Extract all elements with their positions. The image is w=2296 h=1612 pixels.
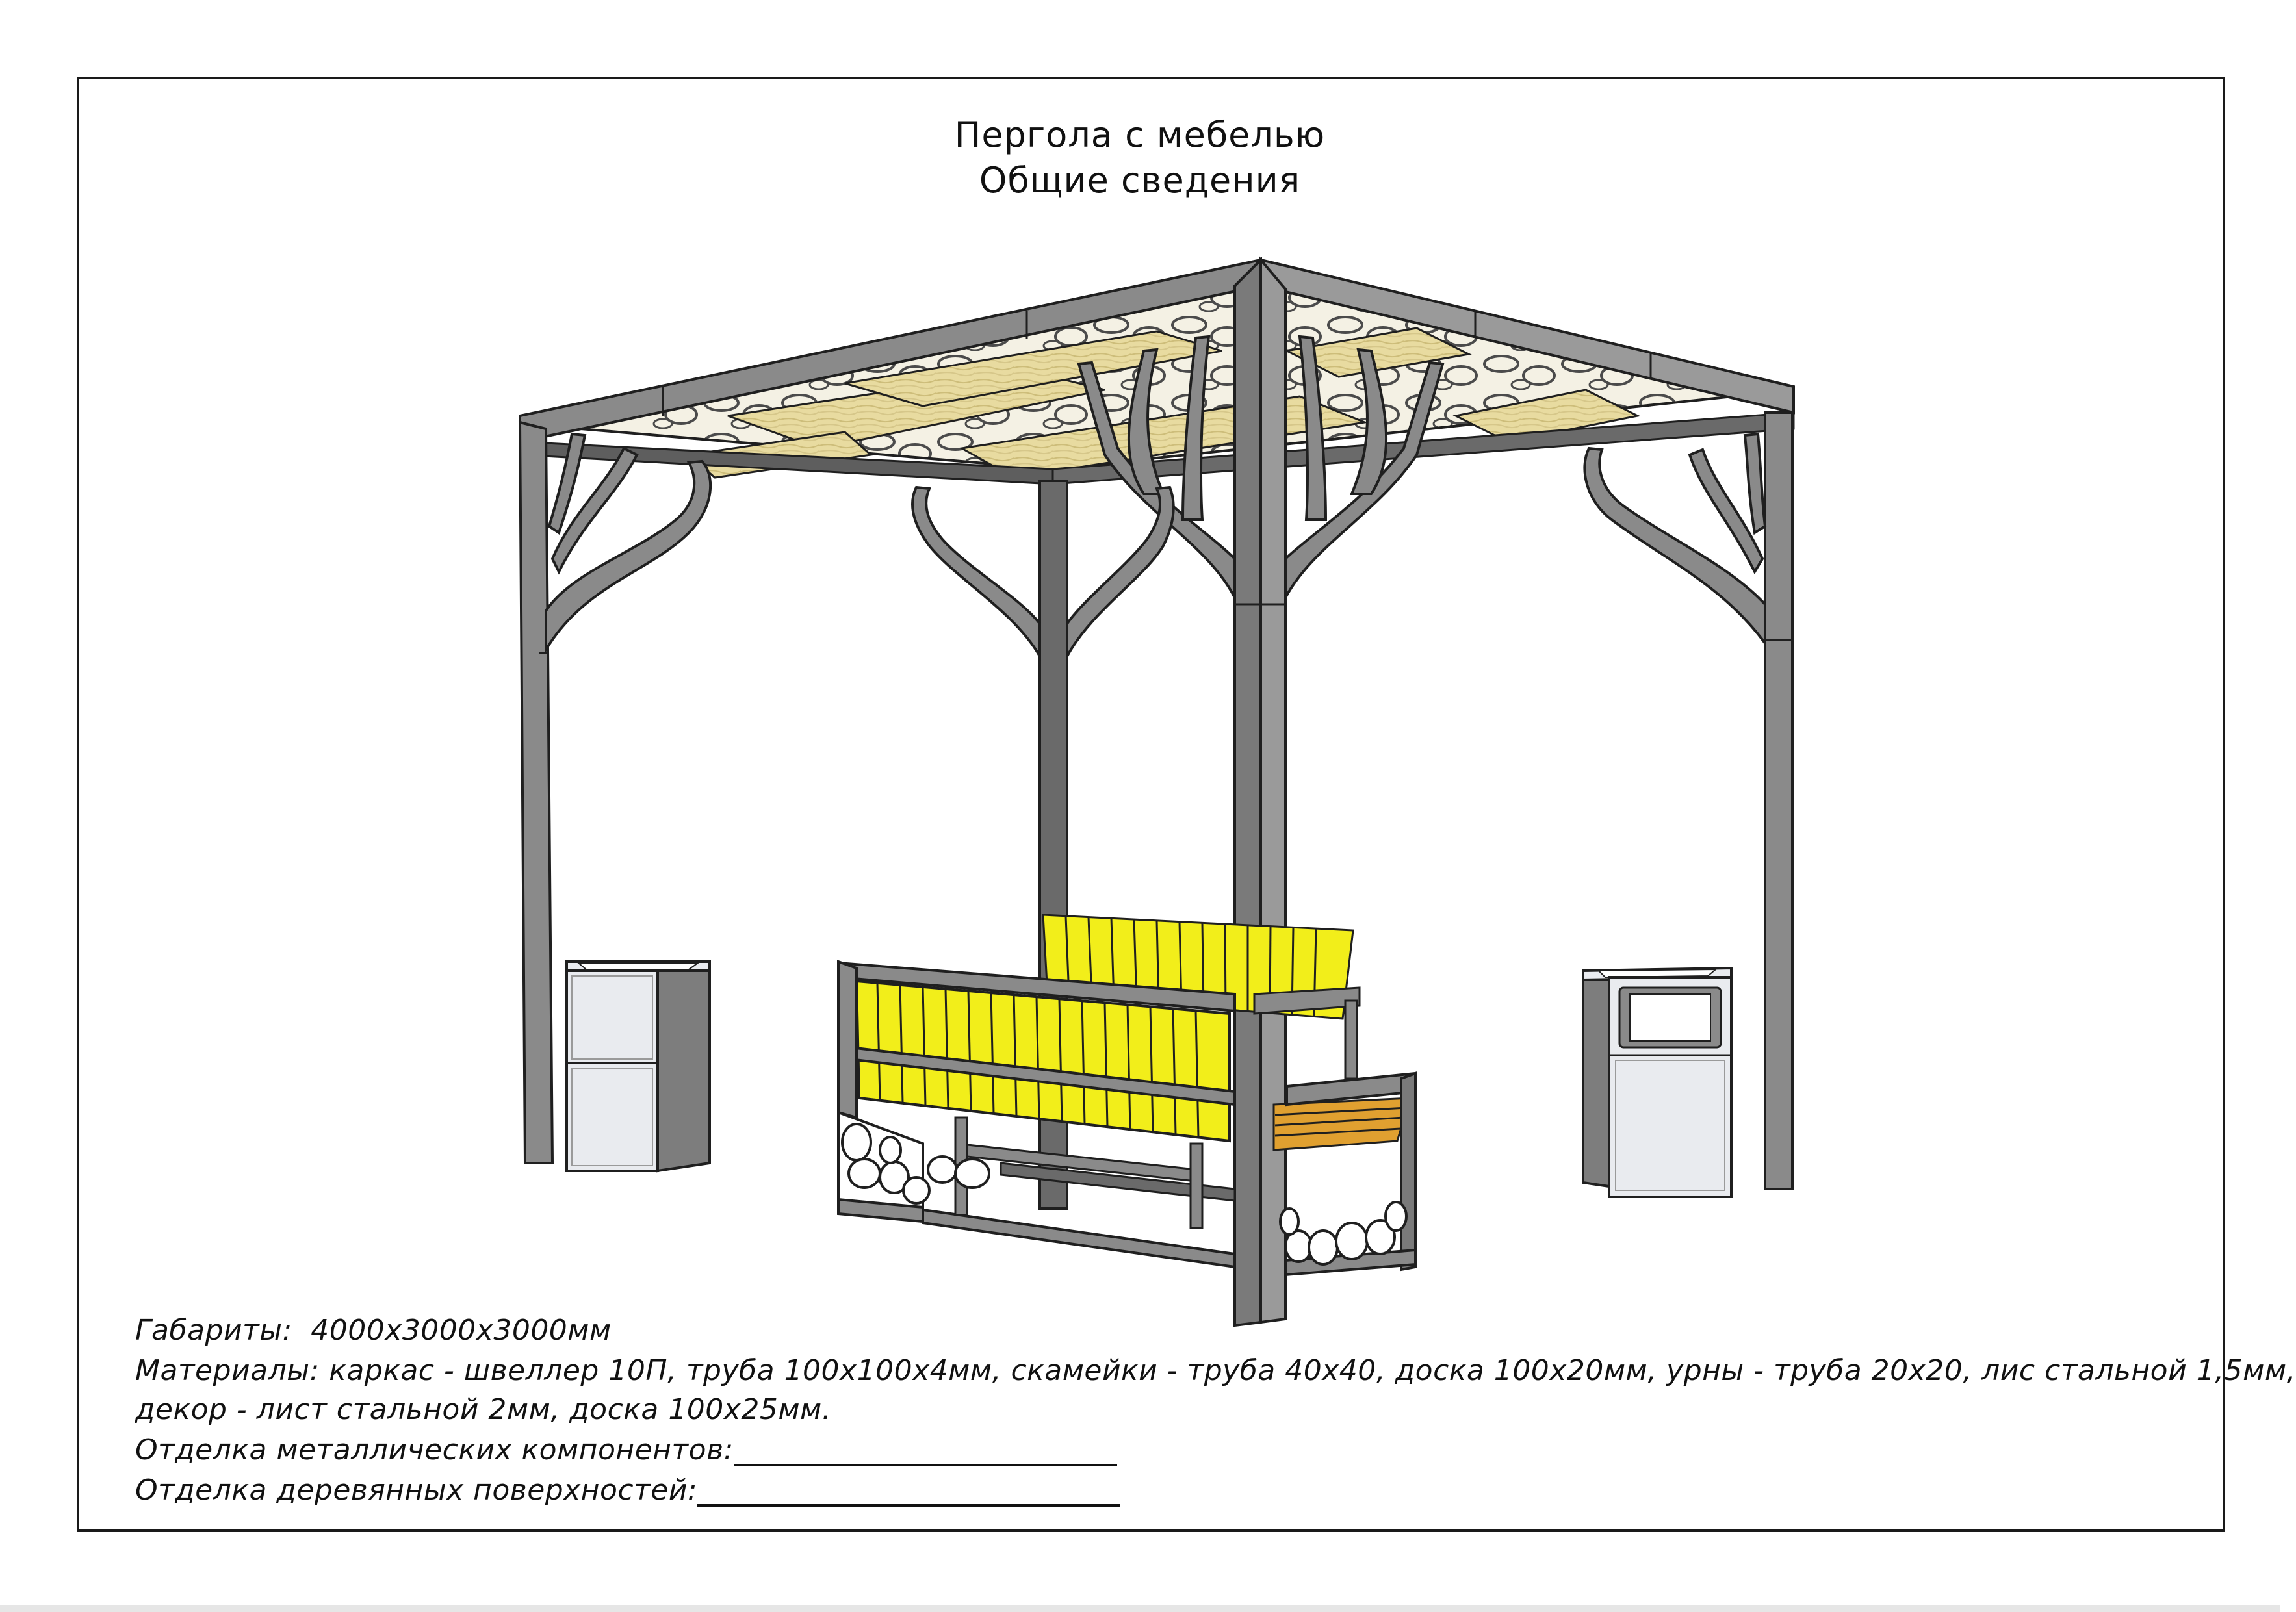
bin-front [565, 969, 659, 1172]
metal-finish-label: Отделка металлических компонентов: [135, 1433, 734, 1466]
bench-base-right-rail [1284, 1248, 1417, 1277]
tree-bracket [1298, 335, 1328, 521]
tree-bracket [1688, 448, 1764, 575]
tree-bracket [1077, 361, 1236, 598]
tree-bracket [1743, 432, 1767, 535]
tree-bracket [1349, 348, 1388, 495]
bin-top-opening [576, 962, 701, 970]
bottom-band [0, 1605, 2280, 1612]
post-right [1764, 411, 1794, 1190]
metal-finish-blank-line[interactable] [733, 1435, 1117, 1466]
drawing-title: Пергола с мебелью [954, 114, 1326, 155]
trash-bin-left [565, 960, 711, 1173]
bench-decor-circles-right [1279, 1201, 1408, 1266]
bench-base-back-rail [1000, 1162, 1236, 1202]
drawing-subtitle: Общие сведения [979, 160, 1301, 201]
post-front [1233, 257, 1262, 1327]
tree-bracket [1127, 348, 1166, 495]
tree-brackets [545, 335, 1767, 661]
tree-bracket [545, 459, 712, 655]
tree-bracket [1181, 335, 1211, 521]
roof-plank [844, 330, 1222, 407]
sheet-border [77, 77, 2225, 1532]
tree-bracket [911, 485, 1041, 661]
back-bench-leg [1344, 999, 1358, 1080]
bench-left-post [837, 960, 858, 1119]
roof-plank [1452, 389, 1641, 443]
post-front-face [1259, 256, 1287, 1324]
tree-bracket [1066, 485, 1175, 657]
bench-leg [1189, 1142, 1204, 1229]
tree-bracket [1284, 361, 1445, 598]
wood-finish-row: Отделка деревянных поверхностей: [135, 1474, 1120, 1507]
dimensions-row: Габариты: 4000х3000х3000мм [135, 1314, 612, 1347]
dimensions-value: 4000х3000х3000мм [311, 1314, 612, 1347]
bench-base-long-rail [922, 1208, 1236, 1269]
bin-side [1582, 979, 1610, 1188]
bench-right-frame-side [1400, 1071, 1417, 1272]
metal-finish-row: Отделка металлических компонентов: [135, 1433, 1117, 1466]
bench-seat [1272, 1097, 1412, 1151]
tree-bracket [1583, 446, 1766, 648]
bench-assembly [837, 914, 1417, 1277]
tree-bracket [550, 446, 639, 575]
bench-backrest-slat-lines [876, 982, 1200, 1138]
wood-finish-label: Отделка деревянных поверхностей: [135, 1474, 698, 1507]
wood-finish-blank-line[interactable] [697, 1476, 1120, 1507]
dimensions-label: Габариты: [135, 1314, 292, 1347]
back-bench-armrest [1253, 986, 1361, 1015]
bench-decor-circles-left [841, 1123, 990, 1205]
materials-line-2: декор - лист стальной 2мм, доска 100х25м… [135, 1393, 832, 1426]
roof-plank [1283, 327, 1472, 378]
roof [519, 258, 1795, 485]
bench-seat-slat-lines [1274, 1107, 1408, 1137]
materials-line-1: Материалы: каркас - швеллер 10П, труба 1… [135, 1354, 2296, 1387]
trash-bin-right [1582, 966, 1733, 1198]
tree-bracket [547, 432, 587, 535]
post-left [518, 420, 554, 1164]
bin-side [656, 969, 711, 1173]
